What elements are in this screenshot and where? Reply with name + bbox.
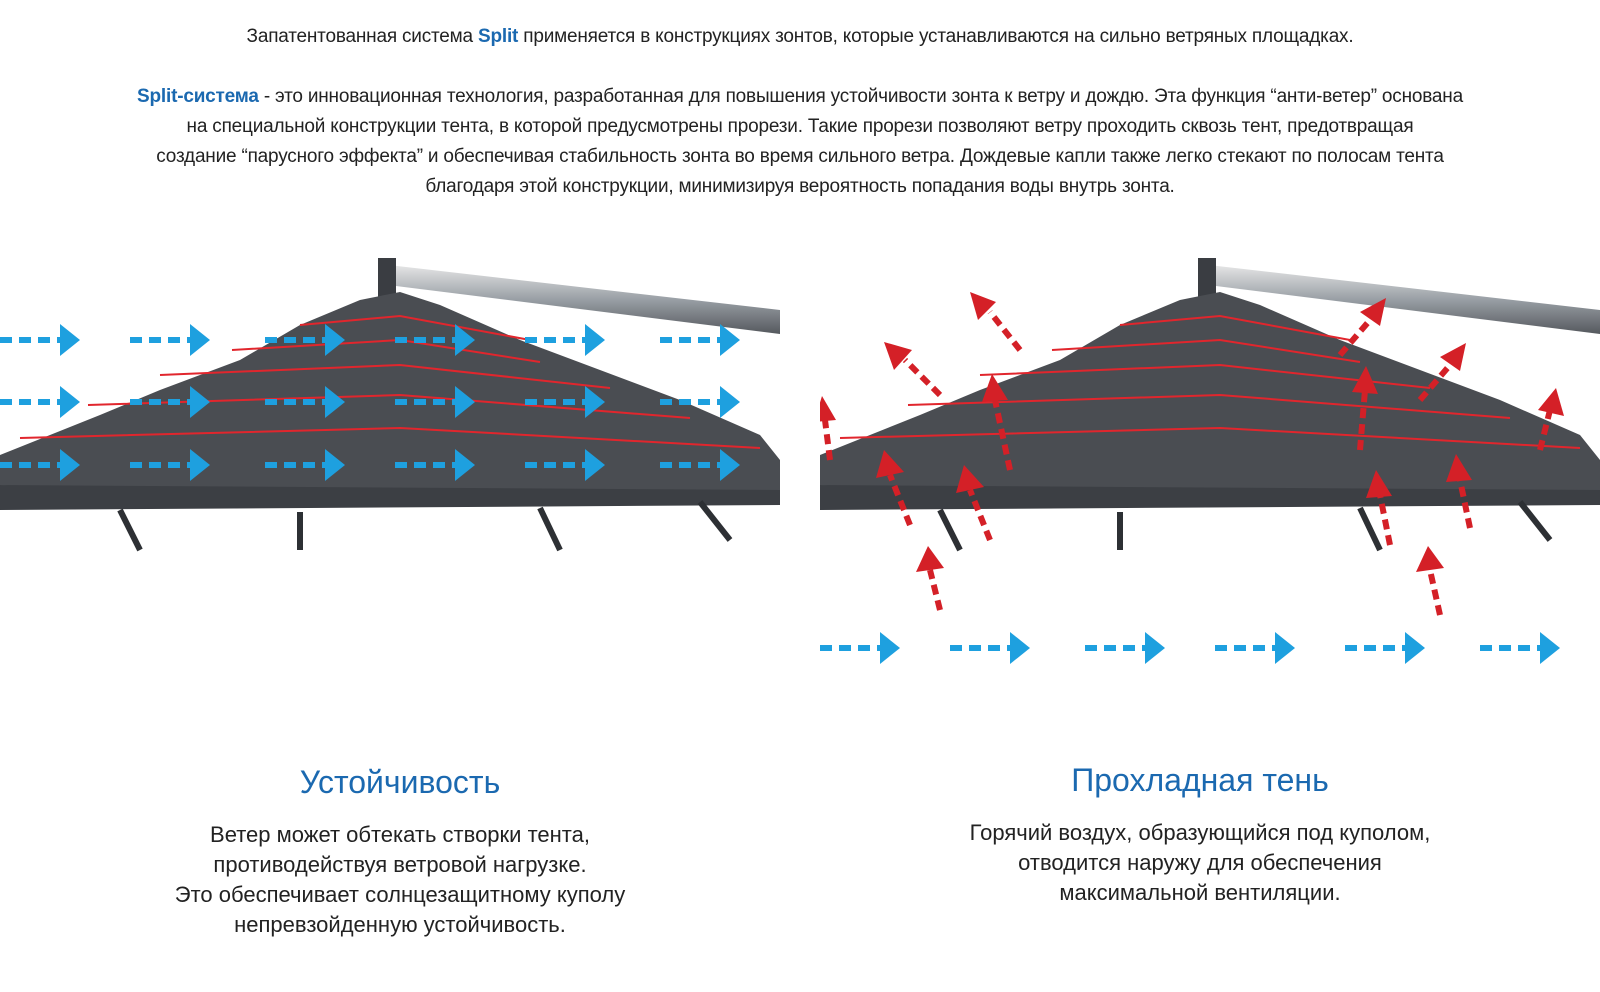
wind-arrows xyxy=(0,324,740,481)
stability-description: Ветер может обтекать створки тента, прот… xyxy=(0,820,800,940)
intro-text: Запатентованная система Split применяетс… xyxy=(70,22,1530,202)
heat-arrow-right-mid xyxy=(1366,470,1393,546)
intro-p2-line2: на специальной конструкции тента, в кото… xyxy=(186,116,1414,137)
heat-arrow-left-edge xyxy=(820,396,836,461)
intro-paragraph-1: Запатентованная система Split применяетс… xyxy=(70,22,1530,52)
cool-shade-line-2: отводится наружу для обеспечения xyxy=(1018,850,1382,875)
wind-arrow-row-3 xyxy=(0,449,740,481)
umbrella-wind-diagram xyxy=(0,258,780,552)
stability-line-1: Ветер может обтекать створки тента, xyxy=(210,822,590,847)
intro-paragraph-2: Split-система - это инновационная технол… xyxy=(70,82,1530,202)
split-system-highlight: Split-система xyxy=(137,86,259,107)
heat-arrow-left-bottom xyxy=(916,546,944,611)
cool-shade-caption: Прохладная тень Горячий воздух, образующ… xyxy=(800,758,1600,908)
stability-line-3: Это обеспечивает солнцезащитному куполу xyxy=(174,882,626,907)
cool-shade-line-3: максимальной вентиляции. xyxy=(1059,880,1341,905)
intro-p2-line1: - это инновационная технология, разработ… xyxy=(258,86,1463,107)
cool-shade-illustration xyxy=(820,250,1600,710)
wind-arrow-row-1 xyxy=(0,324,740,356)
heat-arrow-right-top-1 xyxy=(1337,298,1386,357)
umbrella-canopy xyxy=(0,292,780,552)
stability-illustration xyxy=(0,250,780,710)
heat-arrow-center-mid xyxy=(982,374,1013,471)
heat-arrow-left-mid xyxy=(876,450,913,527)
intro-p2-line3: создание “парусного эффекта” и обеспечив… xyxy=(156,146,1444,167)
wind-arrow-row-2 xyxy=(0,386,740,418)
heat-arrow-right-center xyxy=(1352,366,1378,451)
intro-line1-post: применяется в конструкциях зонтов, котор… xyxy=(518,26,1354,47)
heat-arrow-left-mid-2 xyxy=(956,465,993,542)
heat-arrow-left-top-2 xyxy=(970,292,1023,352)
stability-line-4: непревзойденную устойчивость. xyxy=(234,912,566,937)
stability-title: Устойчивость xyxy=(299,764,501,800)
cool-shade-line-1: Горячий воздух, образующийся под куполом… xyxy=(969,820,1431,845)
umbrella-ventilation-diagram xyxy=(820,258,1600,664)
heat-arrow-right-top-2 xyxy=(1417,343,1466,402)
heat-arrow-right-mid-2 xyxy=(1446,454,1473,529)
stability-line-2: противодействуя ветровой нагрузке. xyxy=(213,852,587,877)
cool-shade-description: Горячий воздух, образующийся под куполом… xyxy=(800,818,1600,908)
wind-arrows xyxy=(820,632,1560,664)
heat-arrow-left-top-1 xyxy=(884,342,943,398)
intro-p2-line4: благодаря этой конструкции, минимизируя … xyxy=(425,176,1175,197)
intro-line1-pre: Запатентованная система xyxy=(246,26,478,47)
heat-arrow-right-bottom xyxy=(1416,546,1444,616)
stability-caption: Устойчивость Ветер может обтекать створк… xyxy=(0,760,800,940)
heat-arrows xyxy=(820,292,1564,616)
split-highlight: Split xyxy=(477,26,519,47)
umbrella-pole xyxy=(1198,258,1600,334)
heat-arrow-right-edge xyxy=(1537,388,1564,451)
umbrella-canopy xyxy=(820,292,1600,552)
umbrella-pole xyxy=(378,258,780,334)
cool-shade-title: Прохладная тень xyxy=(1071,762,1329,798)
